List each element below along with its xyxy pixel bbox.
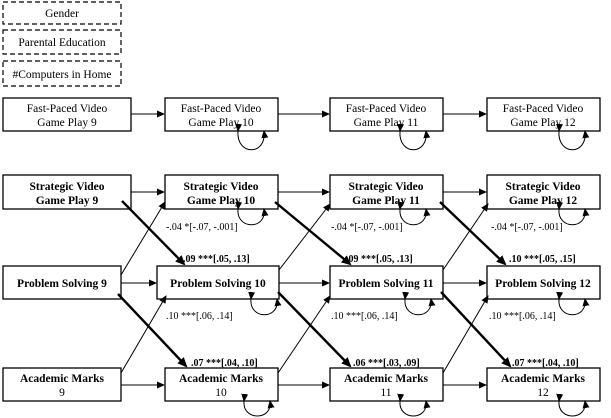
arrow-ps11-sg12 [442, 203, 489, 271]
loop-sg-12 [556, 201, 590, 226]
node-problem-solving-9-label: Problem Solving 9 [17, 278, 107, 290]
node-academic-12-line1: Academic Marks [501, 373, 586, 385]
node-fast-paced-11-line2: Game Play 11 [354, 117, 419, 129]
arrow-am9-ps10 [120, 295, 167, 374]
node-academic-11-line1: Academic Marks [344, 373, 429, 385]
node-academic-12: Academic Marks 12 [486, 367, 601, 402]
arrow-ps11-am12 [440, 291, 512, 368]
arrow-sg11-ps12 [439, 201, 507, 266]
covariate-gender-label: Gender [45, 8, 79, 20]
coef-am-to-ps-w10: .10 ***[.06, .14] [166, 311, 233, 322]
coef-sg-to-ps-w10: .09 ***[.05, .13] [183, 254, 250, 265]
loop-am-11 [397, 393, 431, 417]
covariate-computers-label: #Computers in Home [12, 69, 111, 81]
node-academic-9: Academic Marks 9 [2, 367, 122, 402]
node-strategic-12-line2: Game Play 12 [509, 195, 578, 207]
node-problem-solving-11: Problem Solving 11 [329, 265, 444, 300]
arrow-ps9-am10 [117, 293, 188, 368]
node-problem-solving-10: Problem Solving 10 [156, 265, 280, 300]
cross-lagged-arrows [117, 200, 512, 374]
covariate-parental-education: Parental Education [2, 29, 122, 55]
node-fast-paced-12-line1: Fast-Paced Video [503, 103, 584, 115]
node-academic-10: Academic Marks 10 [164, 367, 279, 402]
node-strategic-12: Strategic Video Game Play 12 [486, 174, 601, 210]
node-strategic-11-line2: Game Play 11 [352, 195, 420, 207]
coef-ps-to-sg-w10: -.04 *[-.07, -.001] [166, 222, 238, 233]
coef-am-to-ps-w12: .10 ***[.06, .14] [489, 311, 556, 322]
node-academic-12-line2: 12 [537, 387, 549, 399]
coef-ps-to-am-w11: .06 ***[.03, .09] [353, 358, 420, 369]
coef-ps-to-am-w10: .07 ***[.04, .10] [191, 358, 258, 369]
loop-am-12 [556, 393, 590, 417]
loop-fp-10 [235, 123, 269, 151]
coef-sg-to-ps-w11: .09 ***[.05, .13] [346, 254, 413, 265]
node-strategic-11: Strategic Video Game Play 11 [329, 174, 444, 210]
arrow-ps10-sg11 [278, 203, 331, 271]
arrow-ps9-sg10 [120, 201, 166, 276]
loop-ps-10 [248, 291, 282, 316]
node-strategic-9-line1: Strategic Video [29, 181, 104, 193]
coefficient-labels: -.04 *[-.07, -.001] -.04 *[-.07, -.001] … [166, 222, 579, 369]
node-academic-10-line2: 10 [215, 387, 227, 399]
node-strategic-9: Strategic Video Game Play 9 [2, 174, 132, 210]
node-academic-11-line2: 11 [380, 387, 391, 399]
node-strategic-10-line2: Game Play 10 [187, 195, 256, 207]
node-strategic-10-line1: Strategic Video [183, 181, 258, 193]
node-academic-9-line1: Academic Marks [20, 373, 105, 385]
node-fast-paced-9: Fast-Paced Video Game Play 9 [2, 97, 132, 132]
node-problem-solving-12: Problem Solving 12 [486, 265, 601, 300]
residual-loops [235, 123, 590, 417]
loop-am-10 [241, 393, 275, 417]
node-fast-paced-12: Fast-Paced Video Game Play 12 [486, 97, 601, 132]
node-strategic-9-line2: Game Play 9 [36, 195, 99, 207]
covariate-computers-in-home: #Computers in Home [2, 60, 122, 87]
node-strategic-11-line1: Strategic Video [348, 181, 423, 193]
node-fast-paced-11: Fast-Paced Video Game Play 11 [329, 97, 444, 132]
node-fast-paced-10-line2: Game Play 10 [188, 117, 253, 129]
node-fast-paced-9-line2: Game Play 9 [37, 117, 97, 129]
covariate-parental-education-label: Parental Education [18, 37, 105, 49]
node-problem-solving-10-label: Problem Solving 10 [170, 278, 266, 290]
loop-ps-12 [556, 291, 590, 316]
node-problem-solving-12-label: Problem Solving 12 [495, 278, 591, 290]
loop-sg-11 [397, 201, 431, 226]
coef-ps-to-am-w12: .07 ***[.04, .10] [512, 358, 579, 369]
node-academic-9-line2: 9 [59, 387, 65, 399]
loop-sg-10 [235, 201, 269, 226]
node-problem-solving-9: Problem Solving 9 [2, 265, 122, 300]
coef-ps-to-sg-w12: -.04 *[-.07, -.001] [491, 222, 563, 233]
covariate-gender: Gender [2, 1, 122, 25]
arrow-sg9-ps10 [121, 200, 186, 266]
loop-fp-12 [556, 123, 590, 151]
node-problem-solving-11-label: Problem Solving 11 [339, 278, 434, 290]
arrow-am10-ps11 [277, 295, 331, 374]
node-academic-11: Academic Marks 11 [329, 367, 444, 402]
arrow-ps10-am11 [277, 291, 352, 368]
node-fast-paced-10: Fast-Paced Video Game Play 10 [164, 97, 279, 132]
node-strategic-10: Strategic Video Game Play 10 [164, 174, 279, 210]
loop-fp-11 [397, 123, 431, 151]
coef-sg-to-ps-w12: .10 ***[.05, .15] [509, 254, 576, 265]
loop-ps-11 [402, 291, 436, 316]
node-fast-paced-11-line1: Fast-Paced Video [346, 103, 427, 115]
node-academic-10-line1: Academic Marks [179, 373, 264, 385]
autoregressive-arrows [121, 110, 487, 389]
node-strategic-12-line1: Strategic Video [505, 181, 580, 193]
arrow-sg10-ps11 [274, 201, 352, 266]
coef-am-to-ps-w11: .10 ***[.06, .14] [331, 311, 398, 322]
arrow-am11-ps12 [442, 295, 489, 374]
node-fast-paced-10-line1: Fast-Paced Video [181, 103, 262, 115]
node-fast-paced-12-line2: Game Play 12 [510, 117, 575, 129]
node-fast-paced-9-line1: Fast-Paced Video [27, 103, 108, 115]
coef-ps-to-sg-w11: -.04 *[-.07, -.001] [331, 222, 403, 233]
